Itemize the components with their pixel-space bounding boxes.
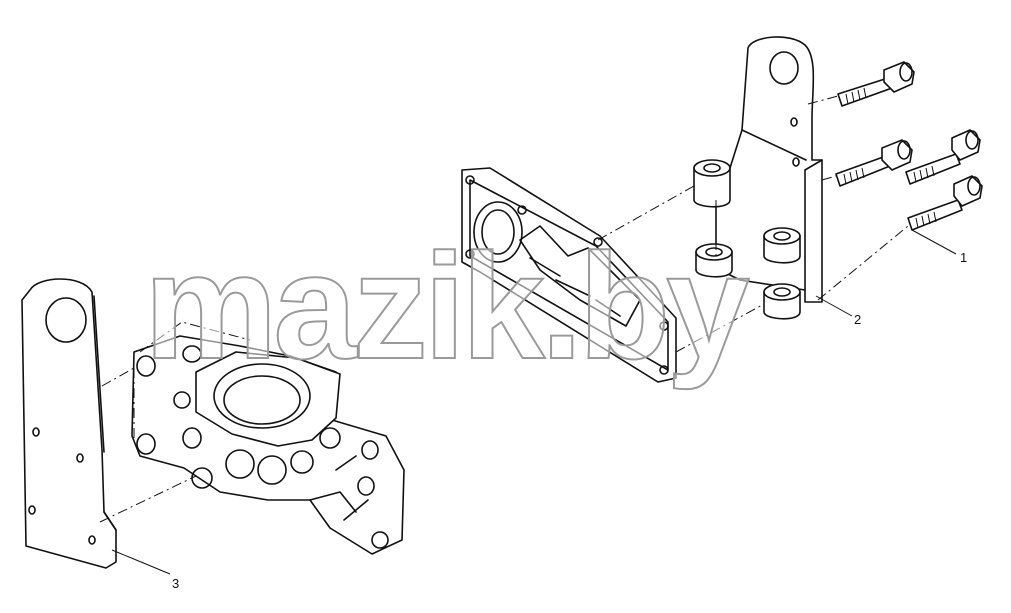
bolt (905, 129, 981, 185)
callout-3: 3 (111, 549, 179, 591)
bolt (837, 61, 915, 107)
watermark: mazik.by (144, 222, 749, 390)
callout-2: 2 (815, 295, 861, 327)
bolt (835, 139, 913, 187)
bolt-set-1 (835, 61, 983, 231)
flange-plate (461, 167, 677, 383)
callout-1: 1 (911, 229, 967, 265)
pump-housing (131, 335, 405, 555)
mounting-bracket-2 (693, 36, 823, 320)
mounting-bracket-3 (21, 278, 117, 569)
callout-number: 2 (854, 312, 861, 327)
callout-number: 1 (960, 250, 967, 265)
callout-number: 3 (172, 576, 179, 591)
bolt (907, 175, 983, 231)
assembly-centerlines (99, 95, 909, 523)
